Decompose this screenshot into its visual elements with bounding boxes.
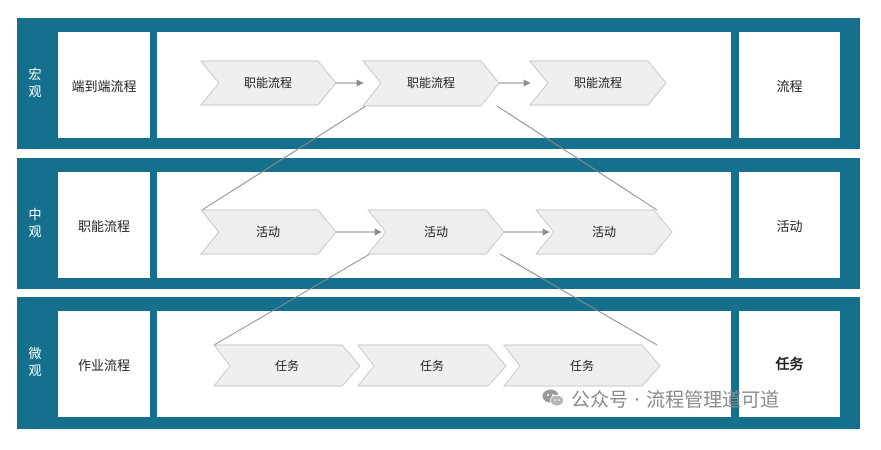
wechat-icon [542, 389, 564, 407]
left-label: 职能流程 [77, 219, 130, 235]
connector-line [499, 253, 658, 346]
chevron-label: 职能流程 [407, 75, 455, 90]
chevron-label: 任务 [570, 358, 594, 373]
watermark-text: 公众号 · 流程管理道可道 [571, 388, 780, 411]
connector-line [496, 105, 658, 211]
chevron-micro-2: 任务 [356, 344, 507, 387]
chevron-meso-2: 活动 [366, 209, 505, 255]
left-label: 作业流程 [77, 358, 130, 374]
chevron-label: 任务 [275, 358, 299, 373]
chevron-meso-3: 活动 [534, 209, 673, 255]
connector-line [201, 105, 367, 211]
right-box-micro: 任务 [739, 311, 840, 417]
level-label-micro: 微观 [17, 297, 53, 429]
chevron-label: 活动 [592, 225, 616, 239]
level-text: 宏观 [28, 67, 42, 100]
chevron-label: 活动 [256, 225, 280, 239]
level-label-meso: 中观 [17, 158, 53, 289]
left-box-macro: 端到端流程 [58, 32, 150, 138]
watermark: 公众号 · 流程管理道可道 [541, 383, 779, 413]
chevron-label: 职能流程 [574, 75, 622, 90]
level-text: 微观 [28, 347, 42, 379]
right-label: 流程 [776, 79, 803, 95]
chevron-label: 职能流程 [244, 75, 292, 90]
right-label: 任务 [775, 357, 804, 373]
chevron-macro-2: 职能流程 [361, 60, 500, 107]
level-label-macro: 宏观 [17, 18, 53, 149]
chevron-macro-3: 职能流程 [528, 60, 667, 106]
chevron-meso-1: 活动 [199, 209, 337, 255]
chevron-label: 任务 [420, 358, 444, 373]
chevron-micro-1: 任务 [212, 344, 361, 387]
connector-line [213, 253, 371, 346]
chevron-label: 活动 [424, 225, 448, 239]
left-label: 端到端流程 [71, 79, 137, 95]
right-box-macro: 流程 [739, 32, 840, 138]
level-text: 中观 [28, 207, 42, 240]
right-label: 活动 [776, 219, 803, 235]
chevron-micro-3: 任务 [502, 344, 661, 387]
chevron-macro-1: 职能流程 [199, 60, 337, 106]
left-box-micro: 作业流程 [58, 311, 150, 417]
left-box-meso: 职能流程 [58, 172, 150, 278]
right-box-meso: 活动 [739, 172, 840, 278]
